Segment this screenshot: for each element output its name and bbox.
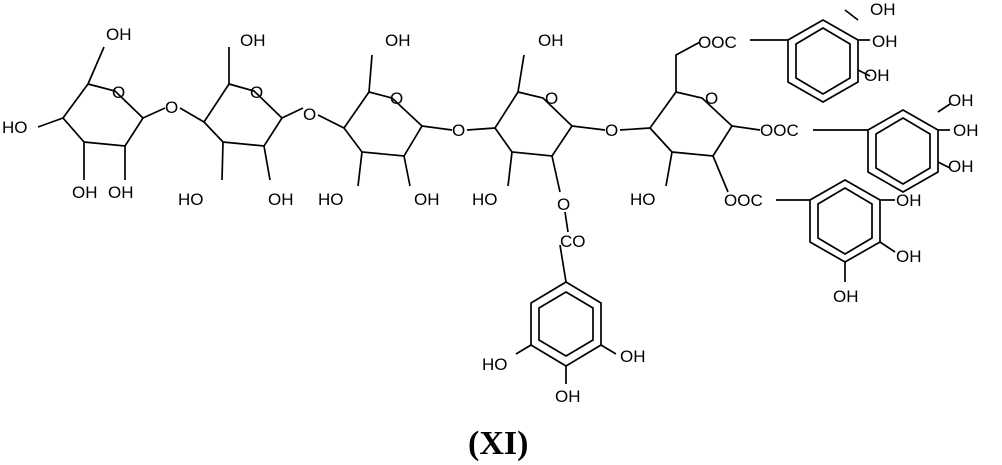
galloyl-middle-oh-2: OH <box>953 121 979 140</box>
galloyl-lower-oh-2: OH <box>896 247 922 266</box>
galloyl-bottom-oh-right: OH <box>620 347 646 366</box>
glucose-unit-3: OH O HO OH <box>318 31 453 209</box>
galloyl-middle-oh-1: OH <box>948 91 974 110</box>
glucose-unit-1: OH O HO OH OH <box>2 25 166 202</box>
sugar4-ester-carbonyl: CO <box>560 232 586 251</box>
sugar5-ester-2: OOC <box>724 191 763 210</box>
sugar1-oh-bottom-2: OH <box>108 183 134 202</box>
galloyl-top-oh-3: OH <box>864 66 890 85</box>
glycosidic-oxygen-4-5: O <box>605 121 618 140</box>
sugar2-ring-oxygen: O <box>250 83 263 102</box>
sugar4-ester-oxygen: O <box>557 195 570 214</box>
glycosidic-oxygen-1-2: O <box>165 98 178 117</box>
sugar3-ch2oh-label: OH <box>385 31 411 50</box>
galloyl-bottom-oh-bottom: OH <box>555 387 581 406</box>
galloyl-ring-top: OH OH OH <box>750 0 898 103</box>
sugar4-ring-oxygen: O <box>545 89 558 108</box>
sugar1-oh-bottom-1: OH <box>72 183 98 202</box>
sugar5-ester-6: OOC <box>698 33 737 52</box>
galloyl-top-oh-2: OH <box>872 32 898 51</box>
sugar5-ester-1: OOC <box>760 121 799 140</box>
galloyl-lower-oh-3: OH <box>833 287 859 306</box>
galloyl-ring-bottom: HO OH OH <box>482 281 646 406</box>
galloyl-lower-oh-1: OH <box>896 191 922 210</box>
sugar3-oh-bottom-2: OH <box>414 190 440 209</box>
sugar3-oh-bottom-1: HO <box>318 190 344 209</box>
sugar4-ch2oh-label: OH <box>538 31 564 50</box>
compound-label-numeral: XI <box>479 425 517 462</box>
glucose-unit-5: O HO OOC OOC OOC <box>630 33 799 210</box>
galloyl-middle-oh-3: OH <box>948 157 974 176</box>
galloyl-ring-middle: OH OH OH <box>813 91 979 193</box>
glucose-unit-2: OH O HO OH <box>178 31 304 209</box>
sugar1-oh-left: HO <box>2 118 28 137</box>
sugar3-ring-oxygen: O <box>390 89 403 108</box>
sugar5-oh-bottom-1: HO <box>630 190 656 209</box>
compound-label-open-paren: ( <box>468 425 479 462</box>
sugar4-oh-bottom-1: HO <box>472 190 498 209</box>
sugar2-oh-bottom-1: HO <box>178 190 204 209</box>
compound-label: (XI) <box>468 425 528 462</box>
sugar5-ring-oxygen: O <box>705 89 718 108</box>
sugar1-ring-oxygen: O <box>112 83 125 102</box>
galloyl-ring-lower: OH OH OH <box>776 179 922 306</box>
glycosidic-oxygen-2-3: O <box>303 105 316 124</box>
galloyl-top-oh-1: OH <box>870 0 896 19</box>
galloyl-bottom-oh-left: HO <box>482 355 508 374</box>
sugar2-ch2oh-label: OH <box>240 31 266 50</box>
compound-label-close-paren: ) <box>517 425 528 462</box>
sugar2-oh-bottom-2: OH <box>268 190 294 209</box>
glycosidic-oxygen-3-4: O <box>452 121 465 140</box>
sugar1-ch2oh-label: OH <box>106 25 132 44</box>
glucose-unit-4: OH O HO O CO <box>472 31 606 283</box>
